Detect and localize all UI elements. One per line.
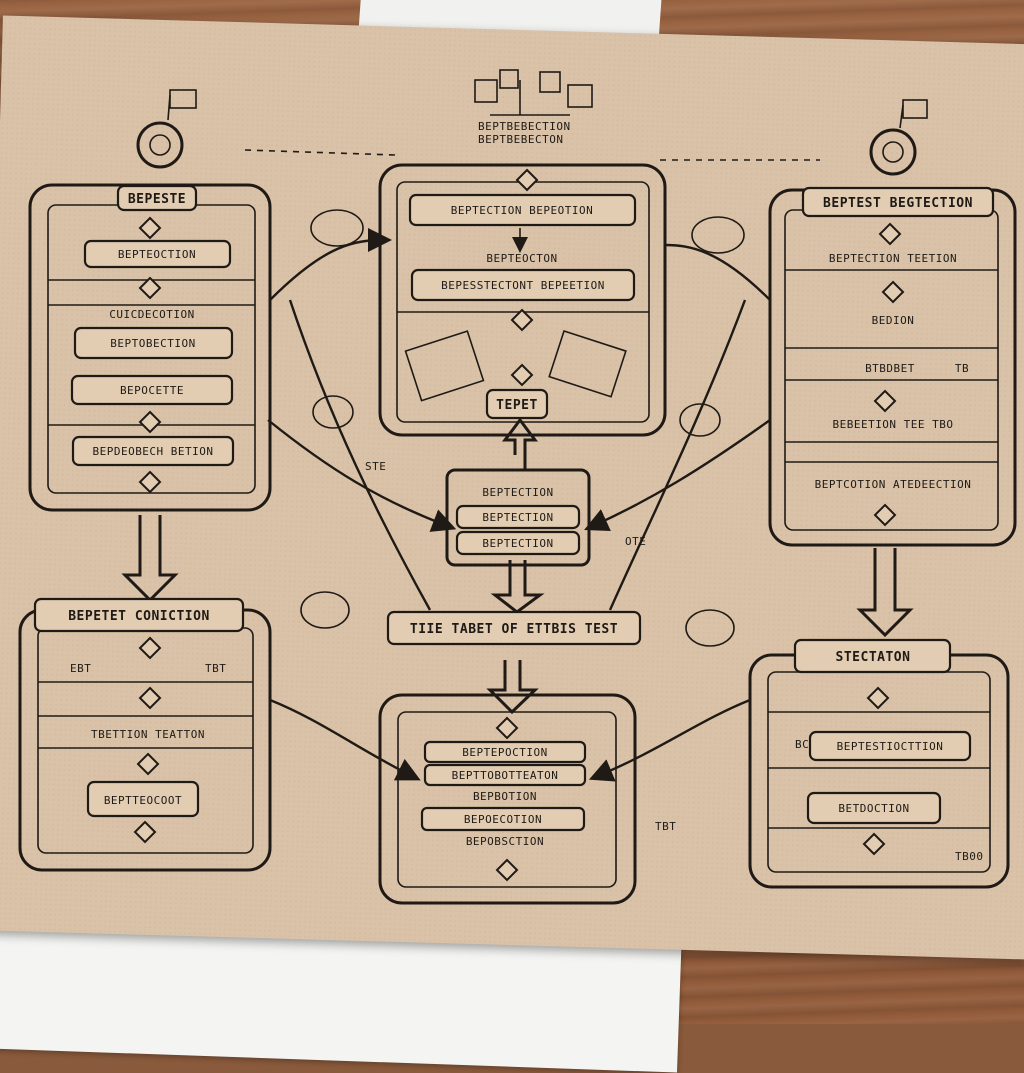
right-bottom-item-1: BEPTESTIOCTTION [837,740,944,753]
left-top-item-5: BEPDEOBECH BETION [92,445,213,458]
right-bottom-title: STECTATON [836,650,911,665]
right-top-side-label: TB [955,362,969,375]
flowchart-diagram: BEPTBEBECTION BEPTBEBECTON BEPESTE BEPTE… [0,0,1024,1024]
center-bottom-item-1: BEPTEPOCTION [462,746,547,759]
right-top-item-3: BTBDBET [865,362,915,375]
left-bottom-item-4: BEPTTEOCOOT [104,794,182,807]
speech-bubble-icon [692,217,744,253]
left-top-title: BEPESTE [128,192,186,207]
top-note-line2: BEPTBEBECTON [478,133,563,146]
right-bottom-side-2: TB00 [955,850,984,863]
speech-bubble-icon [686,610,734,646]
right-top-item-1: BEPTECTION TEETION [829,252,957,265]
center-bottom-item-3: BEPBOTION [473,790,537,803]
right-top-item-5: BEPTCOTION ATEDEECTION [815,478,972,491]
left-bottom-item-3: TBETTION TEATTON [91,728,205,741]
speech-bubble-icon [311,210,363,246]
right-top-box: BEPTEST BEGTECTION BEPTECTION TEETION BE… [770,188,1015,545]
center-mid-item-2: BEPTECTION [482,511,553,524]
right-bottom-box: STECTATON BC BEPTESTIOCTTION BETDOCTION … [750,640,1008,887]
note-tbt: TBT [655,820,676,833]
left-bottom-box: BEPETET CONICTION EBT TBT TBETTION TEATT… [20,599,270,870]
note-ote: OTE [625,535,646,548]
gear-icon [138,90,196,167]
left-bottom-title: BEPETET CONICTION [68,609,210,624]
right-top-item-4: BEBEETION TEE TBO [832,418,953,431]
center-banner: TIIE TABET OF ETTBIS TEST [388,612,640,644]
left-top-item-3: BEPTOBECTION [110,337,195,350]
center-mid-item-1: BEPTECTION [482,486,553,499]
left-top-box: BEPESTE BEPTEOCTION CUICDECOTION BEPTOBE… [30,185,270,510]
center-bottom-box: BEPTEPOCTION BEPTTOBOTTEATON BEPBOTION B… [380,695,635,903]
center-top-item-3: BEPESSTECTONT BEPEETION [441,279,605,292]
note-ste: STE [365,460,386,473]
center-bottom-item-2: BEPTTOBOTTEATON [452,769,559,782]
book-icon [406,331,484,401]
center-top-item-2: BEPTEOCTON [486,252,557,265]
speech-bubble-icon [301,592,349,628]
book-icon [549,331,626,397]
left-top-item-1: BEPTEOCTION [118,248,196,261]
banner-text: TIIE TABET OF ETTBIS TEST [410,622,618,637]
center-bottom-item-5: BEPOBSCTION [466,835,544,848]
gear-icon [871,100,927,174]
center-top-box: BEPTECTION BEPEOTION BEPTEOCTON BEPESSTE… [380,165,665,435]
center-mid-item-3: BEPTECTION [482,537,553,550]
right-bottom-item-2: BETDOCTION [838,802,909,815]
center-top-label: TEPET [496,398,538,413]
top-mini-flow: BEPTBEBECTION BEPTBEBECTON [475,70,592,146]
right-bottom-side-1: BC [795,738,809,751]
center-top-item-1: BEPTECTION BEPEOTION [451,204,593,217]
center-mid-box: BEPTECTION BEPTECTION BEPTECTION [447,470,589,565]
left-top-item-2: CUICDECOTION [109,308,194,321]
left-top-item-4: BEPOCETTE [120,384,184,397]
left-bottom-item-2: TBT [205,662,226,675]
right-top-title: BEPTEST BEGTECTION [823,196,973,211]
right-top-item-2: BEDION [872,314,915,327]
top-note-line1: BEPTBEBECTION [478,120,571,133]
left-bottom-item-1: EBT [70,662,91,675]
center-bottom-item-4: BEPOECOTION [464,813,542,826]
